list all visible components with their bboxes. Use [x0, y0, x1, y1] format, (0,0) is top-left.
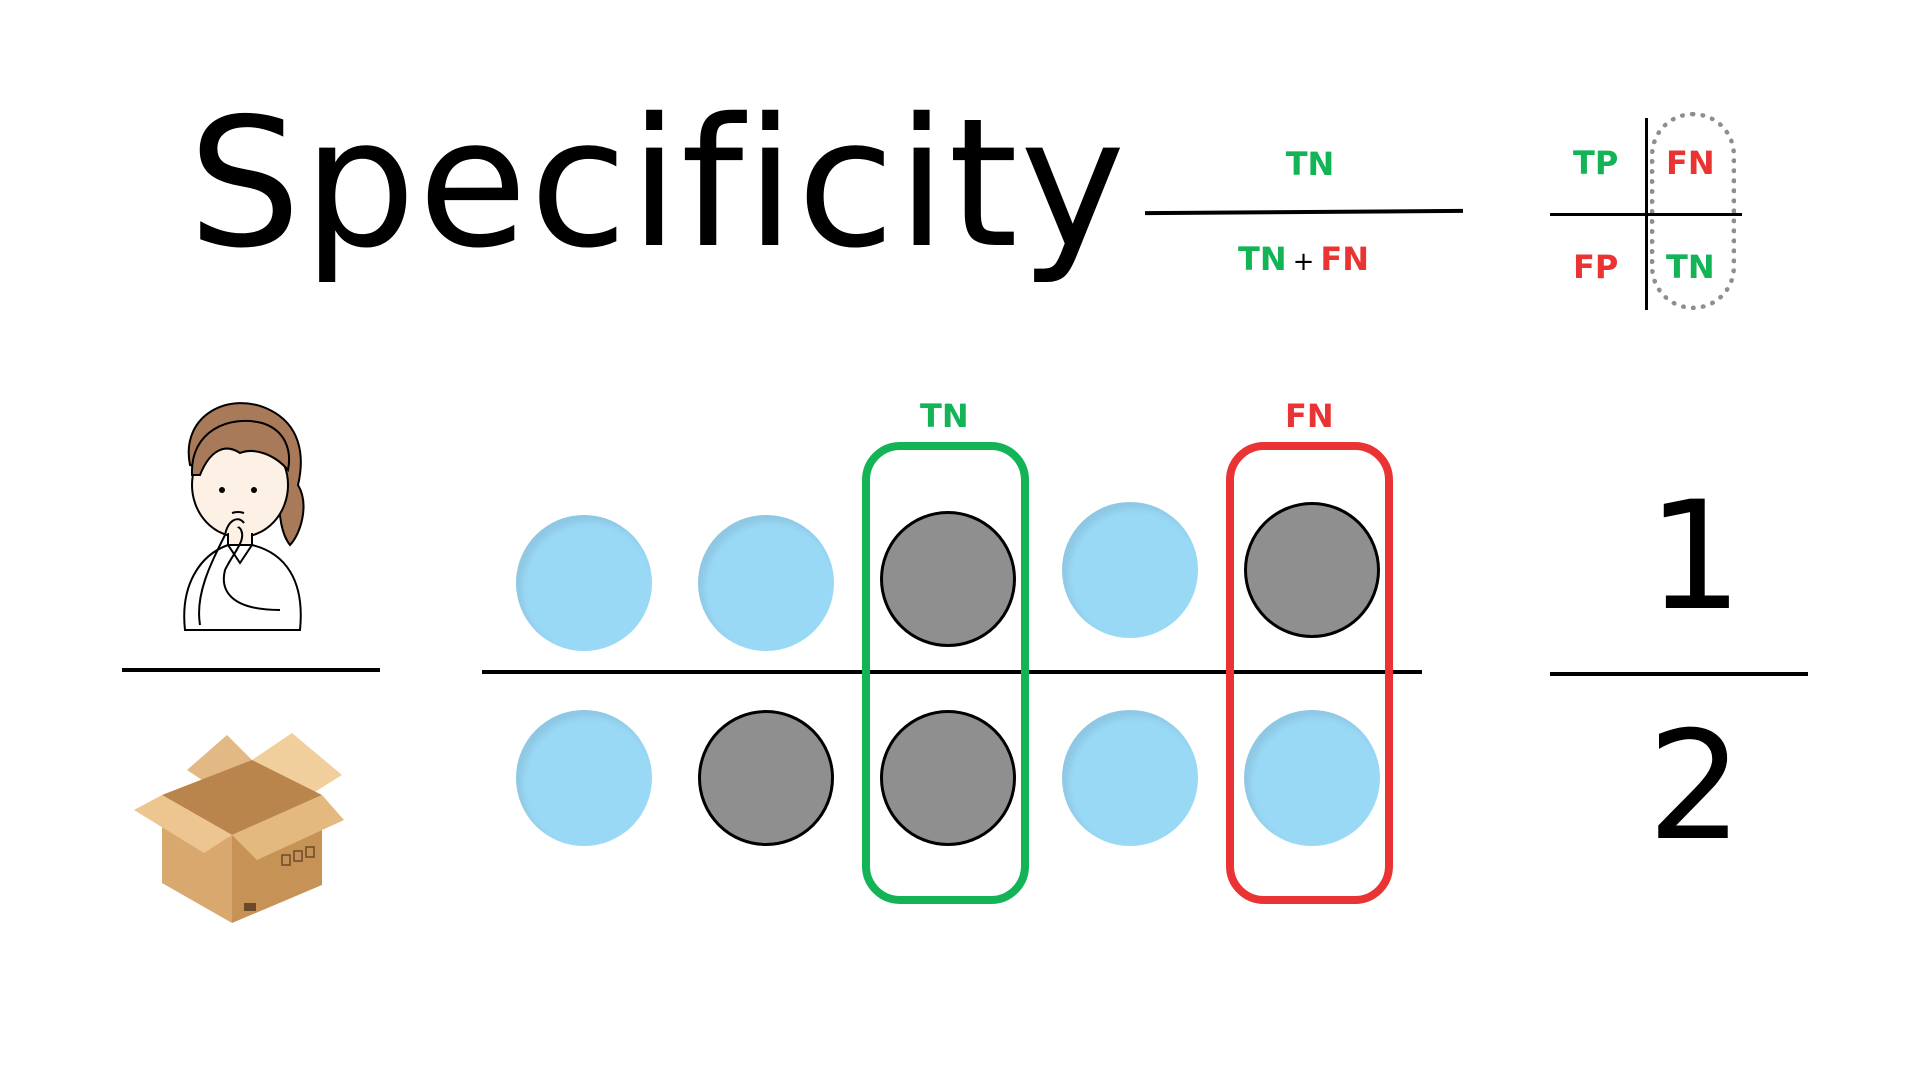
top-circle-4: [1062, 502, 1198, 638]
result-fraction-line: [1550, 672, 1808, 676]
result-denominator: 2: [1647, 700, 1743, 874]
confusion-matrix-tn: TN: [1666, 248, 1715, 286]
top-circle-3: [880, 511, 1016, 647]
formula-plus-sign: +: [1292, 247, 1315, 277]
fn-label: FN: [1285, 397, 1334, 435]
formula-denominator-tn: TN: [1238, 240, 1287, 278]
formula-numerator: TN: [1285, 145, 1335, 183]
top-circle-5: [1244, 502, 1380, 638]
bottom-circle-3: [880, 710, 1016, 846]
tn-highlight-box: [862, 442, 1029, 904]
top-circle-1: [516, 515, 652, 651]
thinking-woman-icon: [183, 402, 305, 631]
cardboard-box-icon: [134, 733, 344, 923]
fn-highlight-box: [1226, 442, 1393, 904]
confusion-matrix-fn: FN: [1666, 144, 1715, 182]
main-fraction-line: [482, 670, 1422, 674]
bottom-circle-2: [698, 710, 834, 846]
bottom-circle-1: [516, 710, 652, 846]
formula-denominator: TN+FN: [1238, 240, 1369, 278]
confusion-matrix-highlight: [1650, 112, 1736, 310]
left-fraction-line: [122, 668, 380, 672]
confusion-matrix-tp: TP: [1573, 144, 1619, 182]
formula-denominator-fn: FN: [1320, 240, 1370, 278]
bottom-circle-5: [1244, 710, 1380, 846]
page-title: Specificity: [188, 80, 1128, 287]
top-circle-2: [698, 515, 834, 651]
bottom-circle-4: [1062, 710, 1198, 846]
formula-divider: [1144, 208, 1464, 216]
confusion-matrix-horizontal-line: [1550, 213, 1742, 216]
confusion-matrix-fp: FP: [1573, 248, 1619, 286]
tn-label: TN: [920, 397, 969, 435]
result-numerator: 1: [1647, 470, 1743, 644]
